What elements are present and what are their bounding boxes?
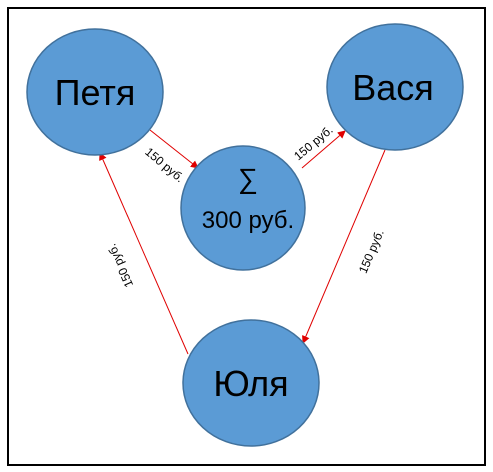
edge-label-yulia-to-petya: 150 руб.	[105, 242, 137, 290]
diagram-border	[7, 7, 486, 466]
node-sum: ∑ 300 руб.	[180, 145, 306, 271]
node-sum-label: 300 руб.	[202, 207, 294, 234]
node-petya: Петя	[26, 28, 164, 156]
edge-label-vasya-to-yulia: 150 руб.	[356, 227, 387, 275]
edge-label-sum-to-vasya: 150 руб.	[291, 123, 335, 163]
node-yulia: Юля	[182, 319, 320, 447]
node-petya-label: Петя	[55, 72, 136, 113]
node-yulia-label: Юля	[213, 363, 288, 404]
edge-label-petya-to-sum: 150 руб.	[142, 145, 186, 185]
edge-yulia-to-petya	[99, 152, 189, 355]
sum-symbol: ∑	[238, 163, 258, 194]
edge-sum-to-vasya	[301, 130, 346, 169]
node-vasya: Вася	[326, 23, 464, 151]
edge-petya-to-sum	[149, 129, 199, 169]
edge-vasya-to-yulia	[302, 149, 386, 344]
node-vasya-label: Вася	[352, 67, 434, 108]
